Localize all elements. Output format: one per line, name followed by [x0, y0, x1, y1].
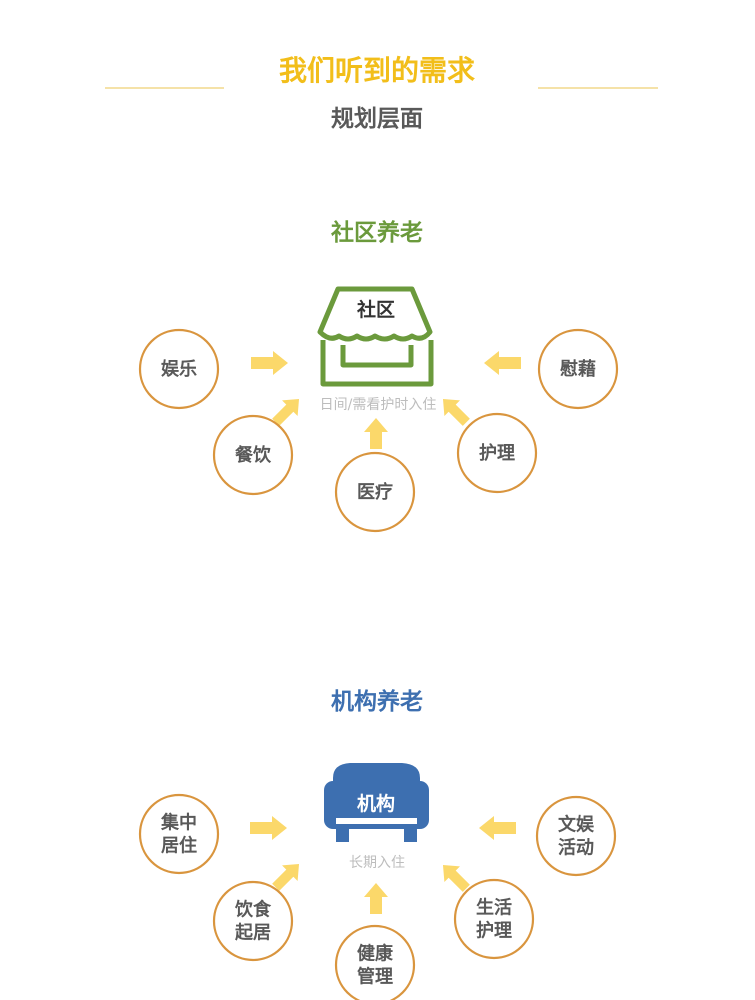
requirement-label: 活动	[558, 837, 594, 859]
requirement-label: 慰藉	[560, 359, 596, 380]
community-icon-label: 社区	[356, 298, 395, 321]
requirement-circle	[453, 878, 535, 960]
arrow-up-icon	[364, 418, 388, 449]
requirement-circle	[537, 328, 619, 410]
requirement-label: 集中	[160, 812, 197, 834]
page-title: 我们听到的需求	[279, 54, 475, 87]
requirement-label: 娱乐	[161, 358, 197, 380]
requirement-circle	[535, 795, 617, 877]
arrow-right-icon	[250, 816, 287, 840]
arrow-left-icon	[484, 351, 521, 375]
requirement-circle	[212, 414, 294, 496]
community-arrows	[251, 351, 521, 449]
requirement-label: 饮食	[234, 899, 272, 921]
requirement-label: 生活	[476, 897, 512, 919]
arrow-diag-right-icon	[272, 398, 300, 426]
requirement-circle	[138, 793, 220, 875]
requirement-label: 医疗	[357, 481, 393, 503]
shop-icon	[317, 286, 434, 387]
arrow-diag-left-icon	[442, 398, 470, 426]
institution-heading: 机构养老	[331, 688, 423, 715]
requirement-node-weiji: 慰藉	[537, 328, 619, 410]
institution-icon-label: 机构	[357, 792, 395, 815]
requirement-label: 健康	[357, 943, 394, 965]
arrow-up-icon	[364, 883, 388, 914]
page-subtitle: 规划层面	[331, 106, 423, 132]
arrow-right-icon	[251, 351, 288, 375]
requirement-circle	[456, 412, 538, 494]
arrow-diag-left-icon	[442, 864, 470, 892]
requirement-label: 护理	[479, 442, 515, 464]
arrow-diag-right-icon	[272, 863, 300, 891]
requirement-label: 护理	[476, 920, 512, 942]
institution-arrows	[250, 816, 516, 914]
requirement-node-yiliao: 医疗	[334, 451, 416, 533]
requirement-circle	[138, 328, 220, 410]
community-heading: 社区养老	[331, 219, 423, 246]
requirement-circle	[334, 451, 416, 533]
bed-icon	[324, 763, 429, 842]
requirement-label: 起居	[234, 922, 271, 944]
requirement-label: 居住	[161, 835, 197, 857]
requirement-node-canyin: 餐饮	[212, 414, 294, 496]
requirement-label: 文娱	[558, 814, 595, 836]
institution-icon-caption: 长期入住	[349, 855, 405, 871]
requirement-node-huli: 护理	[456, 412, 538, 494]
requirement-label: 餐饮	[234, 444, 272, 466]
arrow-left-icon	[479, 816, 516, 840]
requirement-circle	[212, 880, 294, 962]
community-icon-caption: 日间/需看护时入住	[320, 397, 437, 413]
requirement-node-yule: 娱乐	[138, 328, 220, 410]
requirement-circle	[334, 924, 416, 1000]
requirement-label: 管理	[357, 966, 393, 988]
